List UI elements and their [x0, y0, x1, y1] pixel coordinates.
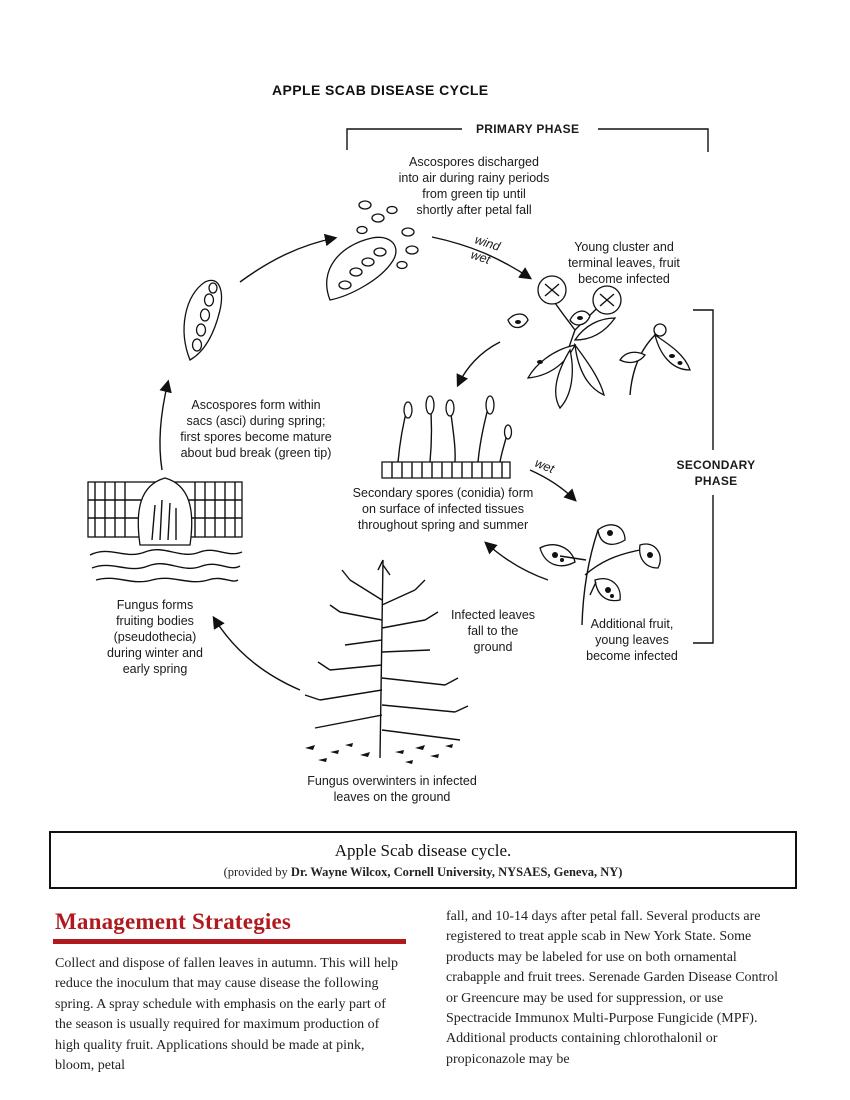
- ascospores-discharged-label: Ascospores discharged into air during ra…: [399, 155, 550, 217]
- caption-credit-name: Dr. Wayne Wilcox, Cornell University, NY…: [290, 865, 623, 879]
- diagram-title: APPLE SCAB DISEASE CYCLE: [272, 82, 489, 98]
- cycle-arrows: wind wet wet: [159, 233, 577, 691]
- svg-text:early spring: early spring: [123, 662, 188, 676]
- svg-text:shortly after petal fall: shortly after petal fall: [416, 203, 531, 217]
- heading-rule: [53, 939, 406, 944]
- svg-text:sacs (asci) during spring;: sacs (asci) during spring;: [187, 414, 326, 428]
- secondary-spores-label: Secondary spores (conidia) form on surfa…: [353, 486, 534, 532]
- fungus-forms-label: Fungus forms fruiting bodies (pseudothec…: [107, 598, 203, 676]
- conidia-illustration: [381, 395, 513, 479]
- svg-text:become infected: become infected: [586, 649, 678, 663]
- additional-fruit-label: Additional fruit, young leaves become in…: [586, 617, 678, 663]
- svg-text:Fungus forms: Fungus forms: [117, 598, 193, 612]
- svg-text:young leaves: young leaves: [595, 633, 669, 647]
- svg-text:terminal leaves, fruit: terminal leaves, fruit: [568, 256, 680, 270]
- svg-text:leaves on the ground: leaves on the ground: [334, 790, 451, 804]
- caption-title: Apple Scab disease cycle.: [334, 841, 512, 860]
- svg-text:Fungus overwinters in infected: Fungus overwinters in infected: [307, 774, 477, 788]
- secondary-phase-bracket: SECONDARY PHASE: [677, 309, 756, 644]
- secondary-phase-label-1: SECONDARY: [677, 458, 756, 472]
- infected-leaves-fall-label: Infected leaves fall to the ground: [451, 608, 535, 654]
- caption-credit: (provided by Dr. Wayne Wilcox, Cornell U…: [51, 865, 795, 880]
- svg-text:(pseudothecia): (pseudothecia): [114, 630, 197, 644]
- primary-phase-bracket: PRIMARY PHASE: [346, 122, 709, 152]
- svg-text:Young cluster and: Young cluster and: [574, 240, 674, 254]
- svg-text:throughout spring and summer: throughout spring and summer: [358, 518, 528, 532]
- svg-text:fall to the: fall to the: [468, 624, 519, 638]
- young-cluster-label: Young cluster and terminal leaves, fruit…: [568, 240, 680, 286]
- caption-credit-prefix: (provided by: [223, 865, 291, 879]
- overwinters-label: Fungus overwinters in infected leaves on…: [307, 774, 477, 804]
- infected-leaves-illustration: [539, 524, 661, 626]
- secondary-phase-label-2: PHASE: [695, 474, 738, 488]
- figure-caption: Apple Scab disease cycle. (provided by D…: [49, 831, 797, 889]
- body-text-right-column: fall, and 10-14 days after petal fall. S…: [446, 909, 778, 1067]
- svg-text:Infected leaves: Infected leaves: [451, 608, 535, 622]
- svg-text:fruiting bodies: fruiting bodies: [116, 614, 194, 628]
- svg-text:Ascospores form within: Ascospores form within: [191, 398, 320, 412]
- svg-text:on surface of infected tissues: on surface of infected tissues: [362, 502, 524, 516]
- svg-text:become infected: become infected: [578, 272, 670, 286]
- svg-text:Secondary spores (conidia) for: Secondary spores (conidia) form: [353, 486, 534, 500]
- body-text-left-column: Collect and dispose of fallen leaves in …: [55, 956, 399, 1074]
- bare-tree-illustration: [304, 559, 469, 764]
- svg-text:Additional fruit,: Additional fruit,: [591, 617, 674, 631]
- section-heading: Management Strategies: [55, 909, 292, 934]
- svg-text:into air during rainy periods: into air during rainy periods: [399, 171, 550, 185]
- svg-text:ground: ground: [474, 640, 513, 654]
- svg-text:during winter and: during winter and: [107, 646, 203, 660]
- svg-text:first spores become mature: first spores become mature: [180, 430, 331, 444]
- apple-scab-cycle-diagram: APPLE SCAB DISEASE CYCLE PRIMARY PHASE S…: [87, 82, 756, 804]
- svg-text:Ascospores discharged: Ascospores discharged: [409, 155, 539, 169]
- ascospores-form-label: Ascospores form within sacs (asci) durin…: [180, 398, 331, 460]
- svg-text:from green tip until: from green tip until: [422, 187, 526, 201]
- wet-label-top: wet: [469, 248, 492, 267]
- wet-label-right: wet: [533, 456, 557, 476]
- svg-text:about bud break (green tip): about bud break (green tip): [181, 446, 332, 460]
- ascus-illustration: [183, 279, 223, 361]
- pseudothecia-illustration: [87, 477, 243, 583]
- flower-cluster-illustration: [507, 275, 691, 410]
- primary-phase-label: PRIMARY PHASE: [476, 122, 579, 136]
- spore-sac-illustration: [326, 200, 419, 301]
